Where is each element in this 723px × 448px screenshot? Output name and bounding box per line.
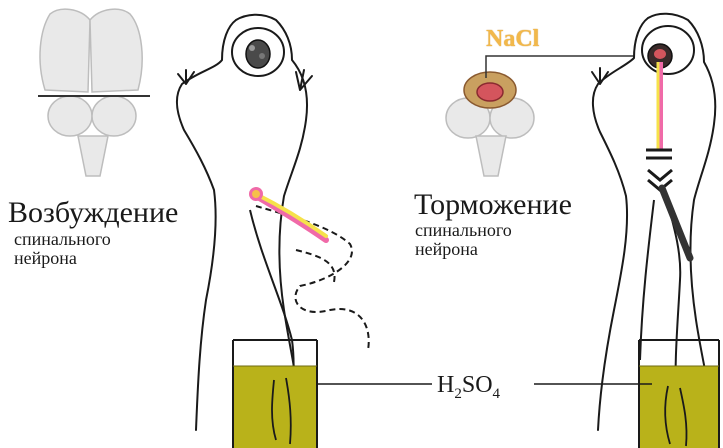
brain-right <box>446 72 534 176</box>
acid-label-sub1: 2 <box>454 386 462 402</box>
excitation-subtitle-line2: нейрона <box>14 249 77 267</box>
acid-label-h: H <box>437 372 454 398</box>
acid-label-sub2: 4 <box>493 386 501 402</box>
acid-label: H2SO4 <box>437 372 500 403</box>
acid-label-so: SO <box>462 372 493 398</box>
frog-left-exposed-brain <box>246 40 270 68</box>
inhibition-title: Торможение <box>414 188 572 222</box>
beaker-right <box>639 340 719 448</box>
reflex-pathway-left <box>249 187 326 240</box>
excitation-title: Возбуждение <box>8 196 178 230</box>
excitation-subtitle-line1: спинального <box>14 230 111 248</box>
beaker-left <box>233 340 317 448</box>
nacl-label: NaCl <box>486 26 539 53</box>
inhibition-subtitle-line1: спинального <box>415 221 512 239</box>
brain-left <box>40 9 142 176</box>
inhibition-subtitle-line2: нейрона <box>415 240 478 258</box>
